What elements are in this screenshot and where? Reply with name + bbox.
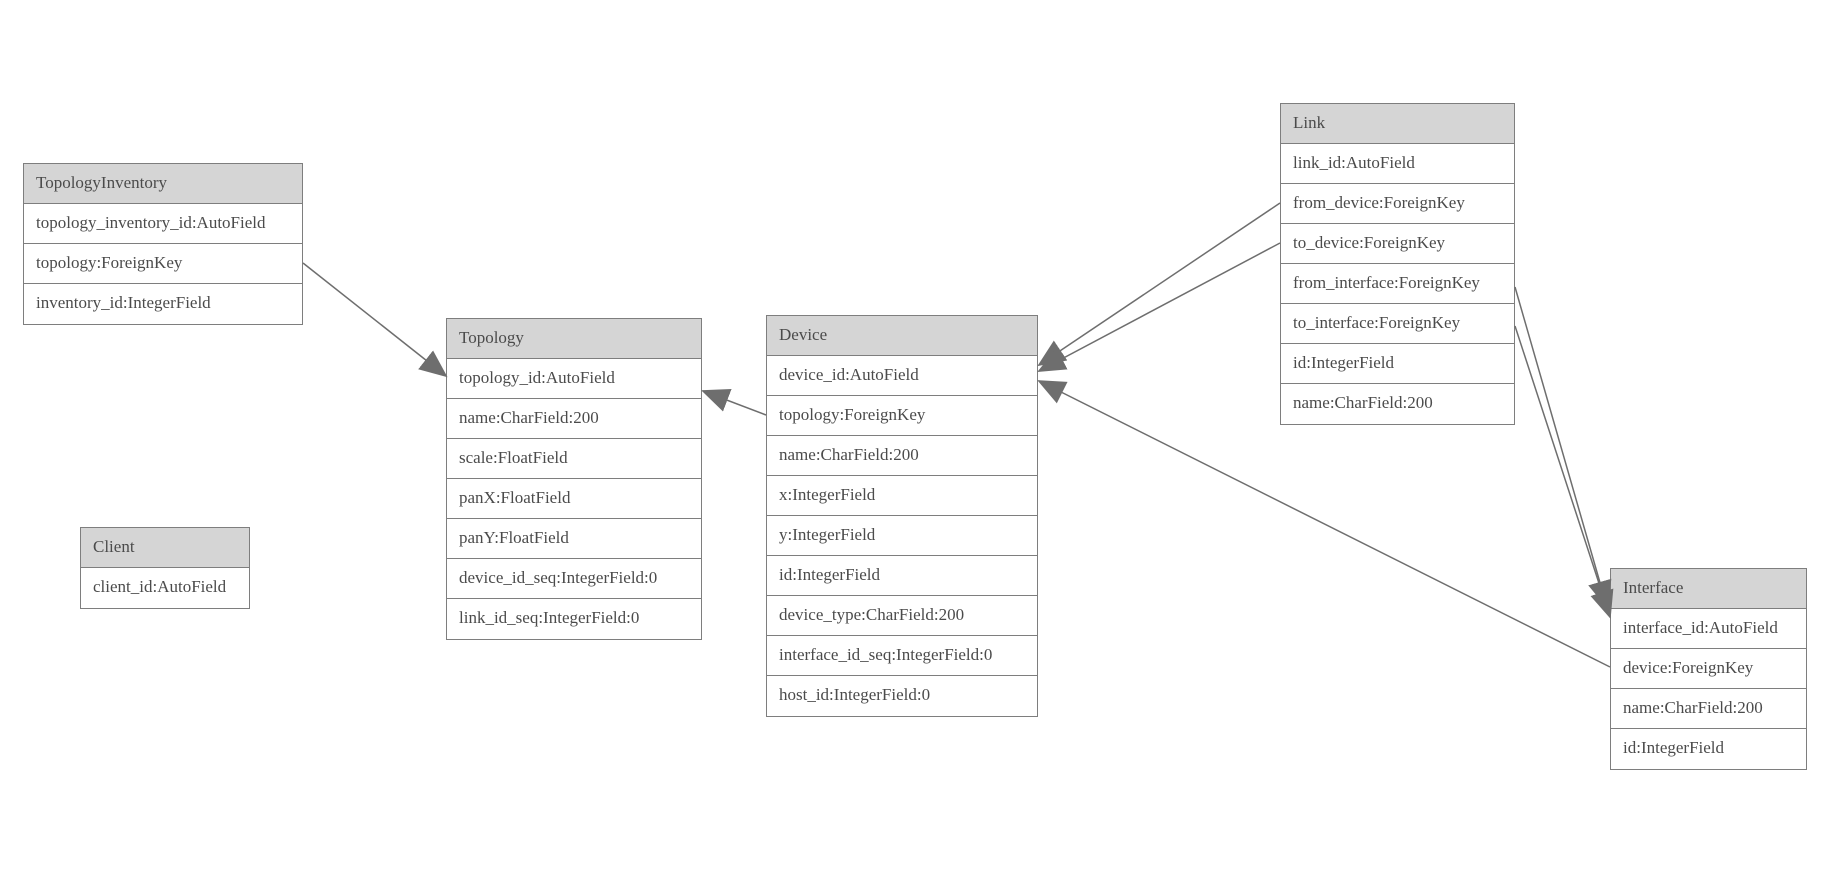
field-row: panX:FloatField	[447, 479, 701, 519]
field-row: link_id:AutoField	[1281, 144, 1514, 184]
relation-line	[701, 389, 767, 416]
field-row: id:IntegerField	[1611, 729, 1806, 769]
field-row: id:IntegerField	[1281, 344, 1514, 384]
field-row: topology_inventory_id:AutoField	[24, 204, 302, 244]
relation-line	[1037, 202, 1281, 367]
field-row: to_device:ForeignKey	[1281, 224, 1514, 264]
field-row: x:IntegerField	[767, 476, 1037, 516]
field-row: inventory_id:IntegerField	[24, 284, 302, 324]
entity-title: Interface	[1611, 569, 1806, 609]
field-row: device:ForeignKey	[1611, 649, 1806, 689]
relation-line	[1037, 242, 1281, 372]
field-row: interface_id_seq:IntegerField:0	[767, 636, 1037, 676]
field-row: topology_id:AutoField	[447, 359, 701, 399]
entity-title: TopologyInventory	[24, 164, 302, 204]
field-row: y:IntegerField	[767, 516, 1037, 556]
field-row: from_device:ForeignKey	[1281, 184, 1514, 224]
field-row: topology:ForeignKey	[24, 244, 302, 284]
field-row: from_interface:ForeignKey	[1281, 264, 1514, 304]
field-row: name:CharField:200	[447, 399, 701, 439]
field-row: interface_id:AutoField	[1611, 609, 1806, 649]
field-row: to_interface:ForeignKey	[1281, 304, 1514, 344]
field-row: scale:FloatField	[447, 439, 701, 479]
entity-client: Client client_id:AutoField	[80, 527, 250, 609]
field-row: panY:FloatField	[447, 519, 701, 559]
field-row: link_id_seq:IntegerField:0	[447, 599, 701, 639]
relation-line	[1514, 286, 1612, 609]
field-row: host_id:IntegerField:0	[767, 676, 1037, 716]
field-row: id:IntegerField	[767, 556, 1037, 596]
relation-line	[1514, 325, 1614, 619]
field-row: device_id:AutoField	[767, 356, 1037, 396]
entity-topologyinventory: TopologyInventory topology_inventory_id:…	[23, 163, 303, 325]
field-row: topology:ForeignKey	[767, 396, 1037, 436]
field-row: device_id_seq:IntegerField:0	[447, 559, 701, 599]
entity-title: Device	[767, 316, 1037, 356]
field-row: client_id:AutoField	[81, 568, 249, 608]
field-row: device_type:CharField:200	[767, 596, 1037, 636]
field-row: name:CharField:200	[1611, 689, 1806, 729]
relation-line	[302, 262, 448, 378]
field-row: name:CharField:200	[767, 436, 1037, 476]
entity-title: Link	[1281, 104, 1514, 144]
entity-title: Client	[81, 528, 249, 568]
entity-title: Topology	[447, 319, 701, 359]
field-row: name:CharField:200	[1281, 384, 1514, 424]
